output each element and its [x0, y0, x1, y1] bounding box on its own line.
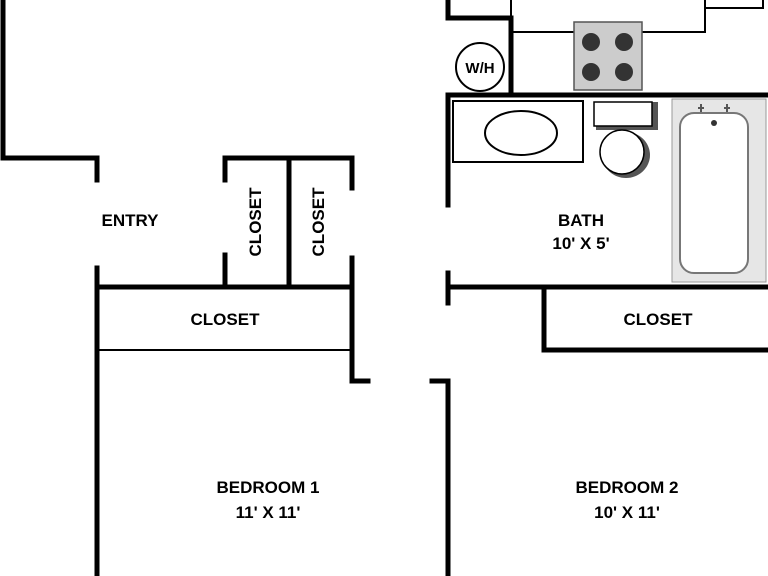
sink-icon: [452, 100, 584, 163]
closet-vertical-1-label: CLOSET: [246, 187, 265, 257]
room-labels: ENTRY CLOSET CLOSET CLOSET CLOSET BATH 1…: [102, 187, 694, 522]
stove-icon: [573, 21, 643, 91]
closet-right-label: CLOSET: [624, 310, 694, 329]
closet-vertical-2-label: CLOSET: [309, 187, 328, 257]
bedroom-2-name-label: BEDROOM 2: [576, 478, 679, 497]
bedroom-1-name-label: BEDROOM 1: [217, 478, 320, 497]
water-heater-label: W/H: [465, 60, 494, 77]
bathtub-icon: [671, 98, 767, 283]
toilet-icon: [593, 101, 658, 178]
bath-size-label: 10' X 5': [552, 234, 609, 253]
closet-left-label: CLOSET: [191, 310, 261, 329]
bedroom-1-size-label: 11' X 11': [236, 503, 301, 522]
water-heater: W/H: [455, 42, 505, 92]
bath-name-label: BATH: [558, 211, 604, 230]
bedroom-2-size-label: 10' X 11': [594, 503, 660, 522]
entry-label: ENTRY: [102, 211, 160, 230]
